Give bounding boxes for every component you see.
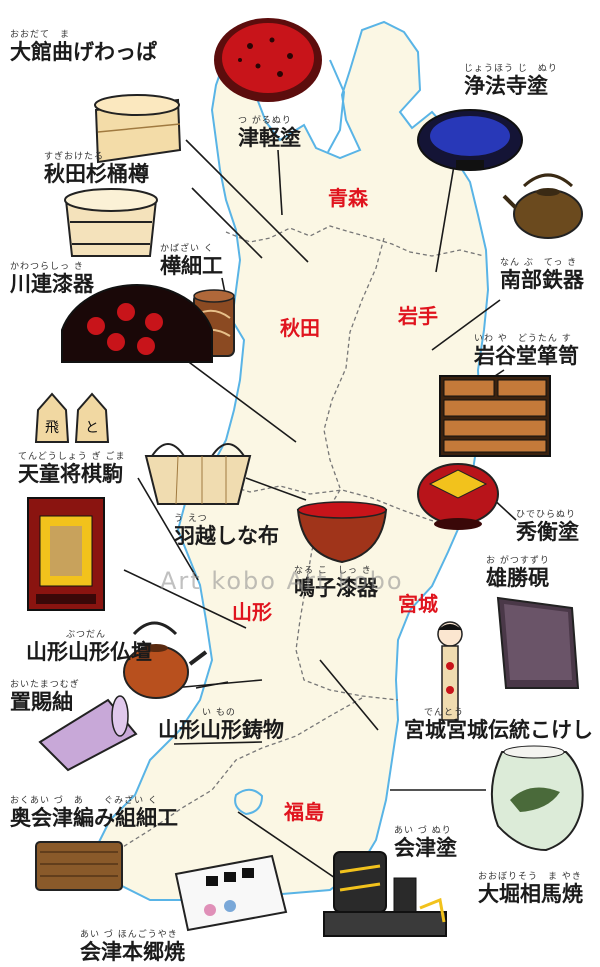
label-ogatsu-suzuri: お がつすずり 雄勝硯 (486, 556, 550, 590)
label-nambu-tekki: なん ぶ てっ き 南部鉄器 (500, 258, 584, 292)
label-oitama-tsumugi: おいたまつむぎ 置賜紬 (10, 680, 80, 714)
label-okuaizu-amikumi: おくあい づ あ ぐみざい く 奥会津編み組細工 (10, 796, 178, 830)
iron-kettle-icon (502, 173, 583, 239)
shogi-piece-icon: 飛 と (34, 392, 110, 443)
pref-aomori: 青森 (328, 186, 368, 210)
red-bowl-icon (296, 501, 388, 564)
label-kawatsura-shikki: かわつらしっ き 川連漆器 (10, 262, 94, 296)
label-hidehira-nuri: ひでひらぬり 秀衡塗 (516, 510, 579, 544)
woven-mat-icon (35, 841, 123, 891)
tohoku-land (93, 20, 490, 901)
watermark: Art kobo Art kobo (160, 567, 404, 595)
label-odate-magewappa: おおだて ま 大館曲げわっぱ (10, 30, 157, 64)
ceramic-box-icon (174, 854, 288, 932)
label-aizu-hongo-yaki: あい づ ほんごうやき 会津本郷焼 (80, 930, 185, 964)
label-miyagi-kokeshi: でんとう 宮城宮城伝統こけし (404, 708, 593, 742)
lacquer-box-icon (417, 463, 499, 530)
chest-of-drawers-icon (439, 375, 551, 457)
horse-vase-icon (490, 745, 584, 852)
pref-fukushima: 福島 (284, 800, 324, 824)
lacquer-plate-icon (214, 18, 322, 102)
bentwood-box-icon (94, 94, 182, 164)
label-uetsu-shinafu: う えつ 羽越しな布 (174, 514, 279, 548)
lake-inawashiro (234, 788, 264, 816)
label-naruko-shikki: なる こ しっ き 鳴子漆器 (294, 566, 378, 600)
label-yamagata-imono: い もの 山形山形鋳物 (158, 708, 284, 742)
fabric-roll-icon (38, 695, 138, 772)
pref-miyagi: 宮城 (398, 592, 438, 616)
wooden-tub-icon (64, 188, 158, 257)
label-kabazaiku: かばざい く 樺細工 (160, 244, 223, 278)
label-aizu-nuri: あい づ ぬり 会津塗 (394, 826, 457, 860)
woven-bag-icon (144, 443, 252, 505)
mutsu-bay (327, 59, 346, 153)
label-akita-sugi-okedaru: すぎおけたる 秋田杉桶樽 (44, 152, 149, 186)
lacquer-bowl-icon (417, 109, 523, 171)
label-tendo-shogi-koma: てんどうしょう ぎ ごま 天童将棋駒 (18, 452, 126, 486)
svg-text:飛: 飛 (45, 420, 59, 436)
pref-akita: 秋田 (280, 316, 320, 340)
label-johoji-nuri: じょうほう じ ぬり 浄法寺塗 (464, 64, 558, 98)
label-obori-soma-yaki: おおぼりそう ま やき 大堀相馬焼 (478, 872, 583, 906)
inkstone-icon (496, 596, 580, 689)
lacquer-tray-icon (61, 284, 213, 363)
svg-text:と: と (85, 420, 99, 436)
label-tsugaru-nuri: つ がるぬり 津軽塗 (238, 116, 301, 150)
kokeshi-doll-icon (437, 621, 463, 721)
label-yamagata-butsudan: ぶつだん 山形山形仏壇 (26, 630, 152, 664)
pref-yamagata: 山形 (232, 600, 272, 624)
label-iwayado-tansu: いわ や どうたん す 岩谷堂箪笥 (474, 334, 579, 368)
pref-iwate: 岩手 (398, 304, 438, 328)
lacquer-set-icon (323, 851, 447, 937)
buddhist-altar-icon (27, 497, 105, 611)
cast-iron-kettle-icon (123, 621, 208, 699)
